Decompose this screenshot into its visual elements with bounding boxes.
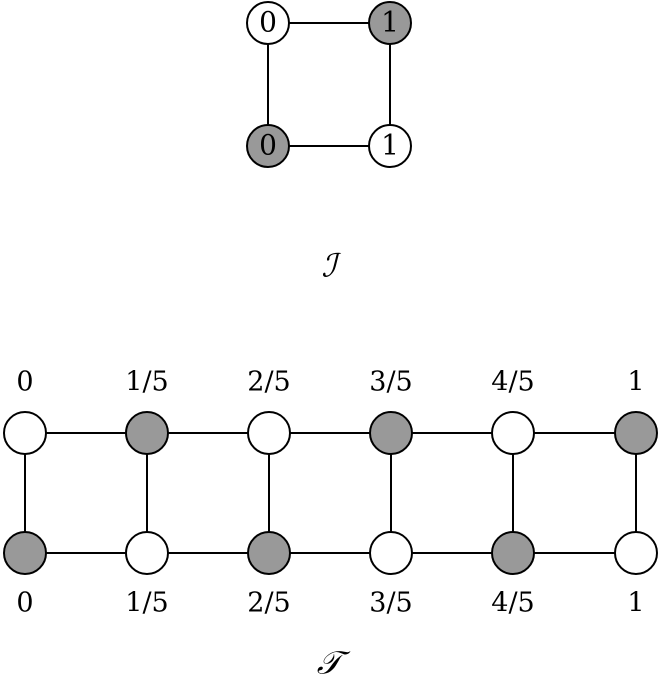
graph-t-edges xyxy=(24,432,637,554)
node-circle xyxy=(246,124,290,168)
node-i-bottom-left: 0 xyxy=(246,124,290,168)
node-t-top-1 xyxy=(125,411,169,455)
node-t-top-2 xyxy=(247,411,291,455)
node-t-top-0 xyxy=(3,411,47,455)
top-label-0: 0 xyxy=(16,367,33,398)
node-t-bottom-5 xyxy=(614,531,658,575)
top-label-3: 3/5 xyxy=(369,367,412,398)
node-t-top-3 xyxy=(369,411,413,455)
top-label-1: 1/5 xyxy=(125,367,168,398)
node-i-bottom-right: 1 xyxy=(368,124,412,168)
top-label-5: 1 xyxy=(627,367,644,398)
node-circle xyxy=(368,1,412,45)
graph-t-nodes xyxy=(3,411,658,575)
bottom-label-5: 1 xyxy=(627,588,644,619)
bottom-label-1: 1/5 xyxy=(125,588,168,619)
node-circle xyxy=(368,124,412,168)
node-i-top-right: 1 xyxy=(368,1,412,45)
node-t-bottom-1 xyxy=(125,531,169,575)
node-t-top-5 xyxy=(614,411,658,455)
top-label-4: 4/5 xyxy=(491,367,534,398)
node-circle xyxy=(246,1,290,45)
node-label: 0 xyxy=(259,129,277,162)
node-i-top-left: 0 xyxy=(246,1,290,45)
bottom-label-3: 3/5 xyxy=(369,588,412,619)
node-t-bottom-2 xyxy=(247,531,291,575)
graph-i-nodes: 0 1 0 1 xyxy=(246,1,412,168)
top-label-2: 2/5 xyxy=(247,367,290,398)
node-t-bottom-3 xyxy=(369,531,413,575)
node-t-bottom-0 xyxy=(3,531,47,575)
node-label: 1 xyxy=(381,129,399,162)
bottom-label-0: 0 xyxy=(16,588,33,619)
graph-t-labels: 0 0 1/5 1/5 2/5 2/5 3/5 3/5 4/5 4/5 1 1 xyxy=(16,367,644,619)
bottom-label-4: 4/5 xyxy=(491,588,534,619)
node-label: 1 xyxy=(381,6,399,39)
node-t-bottom-4 xyxy=(491,531,535,575)
node-t-top-4 xyxy=(491,411,535,455)
graph-i-title: ℐ xyxy=(321,247,341,285)
node-label: 0 xyxy=(259,6,277,39)
bottom-label-2: 2/5 xyxy=(247,588,290,619)
graph-i-edges xyxy=(267,22,391,147)
graph-t-title: 𝒯 xyxy=(317,644,351,682)
